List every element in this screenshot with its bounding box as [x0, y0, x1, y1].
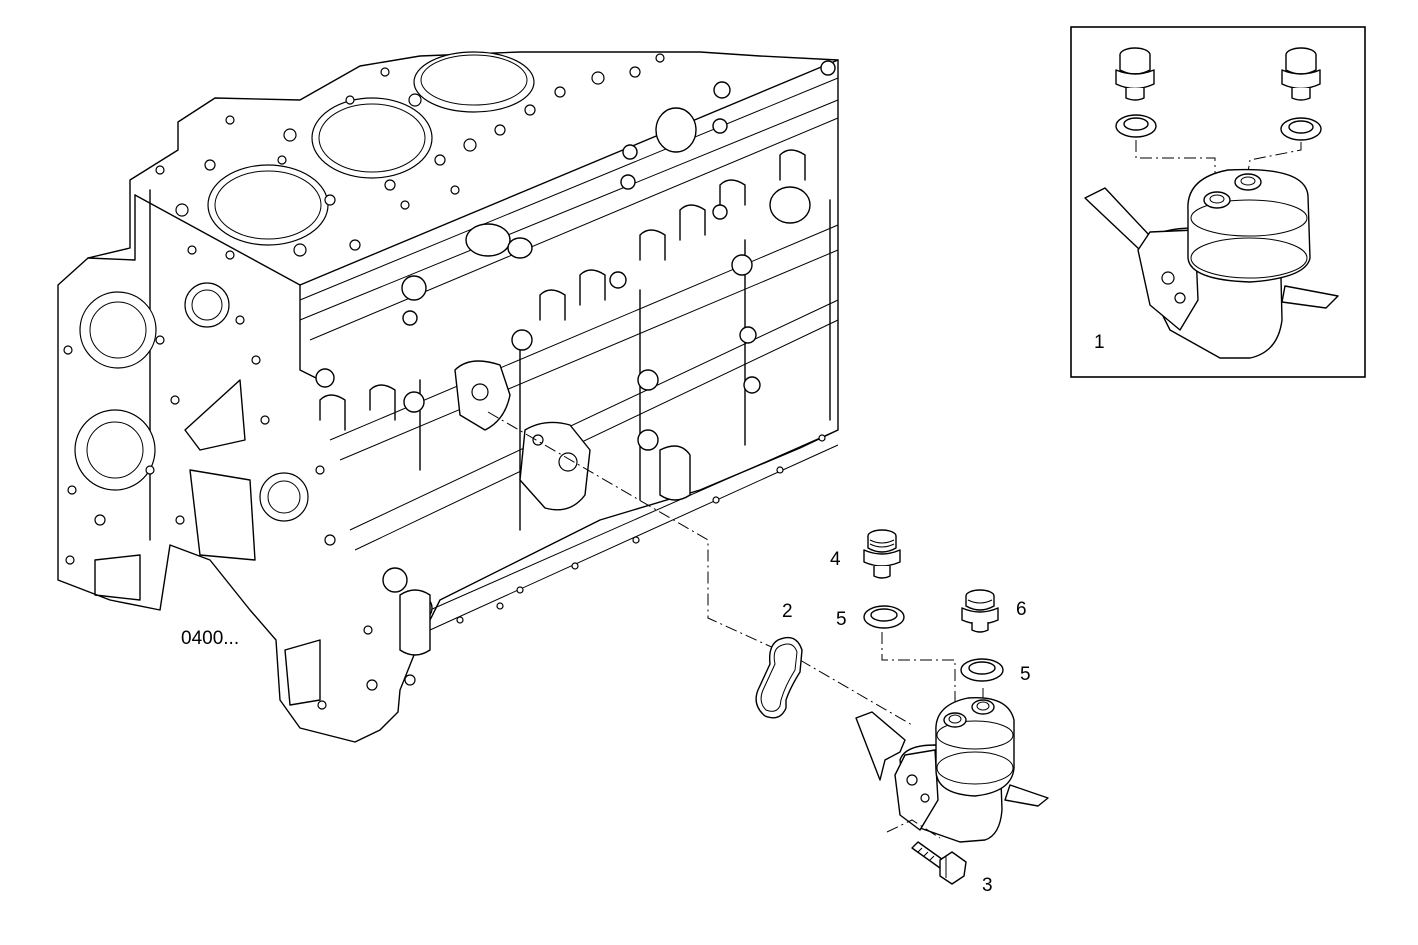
- deck-holes: [155, 53, 665, 257]
- cylinder-bore-1: [207, 164, 329, 246]
- assembly-centerline-port: [881, 632, 956, 715]
- cylinder-bore-3: [413, 51, 535, 113]
- engine-block: [57, 51, 839, 743]
- washer-5-upper: [863, 605, 905, 629]
- crankcase-ribs: [319, 149, 806, 431]
- pump-lever: [855, 711, 906, 781]
- part-label-4: 4: [830, 549, 841, 570]
- part-label-6: 6: [1016, 599, 1027, 620]
- front-bore-upper: [79, 291, 157, 369]
- inset-label: 1: [1094, 332, 1105, 353]
- inset-fitting-left: [1115, 47, 1155, 101]
- part-label-2: 2: [782, 601, 793, 622]
- part-label-5-lower: 5: [1020, 664, 1031, 685]
- fitting-6: [961, 589, 999, 633]
- inset-detail: 1: [1070, 26, 1366, 378]
- cylinder-bore-2: [311, 97, 433, 179]
- assembly-centerline-block-to-gasket: [487, 411, 801, 661]
- fitting-4: [863, 529, 901, 579]
- inset-fitting-right: [1281, 47, 1321, 101]
- fuel-pump: [855, 696, 1049, 843]
- front-face-holes: [63, 250, 416, 710]
- lower-rail-holes: [456, 434, 826, 624]
- assembly-centerline-gasket-to-pump: [799, 659, 913, 726]
- part-label-3: 3: [982, 875, 993, 896]
- inset-washers: [1115, 114, 1322, 141]
- pump-arm-lower: [1004, 784, 1049, 807]
- washer-5-lower: [960, 658, 1004, 682]
- bolt-3: [886, 819, 967, 885]
- reference-label-0400: 0400...: [181, 628, 239, 649]
- part-label-5-upper: 5: [836, 609, 847, 630]
- pump-mount-flange: [894, 749, 939, 831]
- gasket: [755, 636, 803, 719]
